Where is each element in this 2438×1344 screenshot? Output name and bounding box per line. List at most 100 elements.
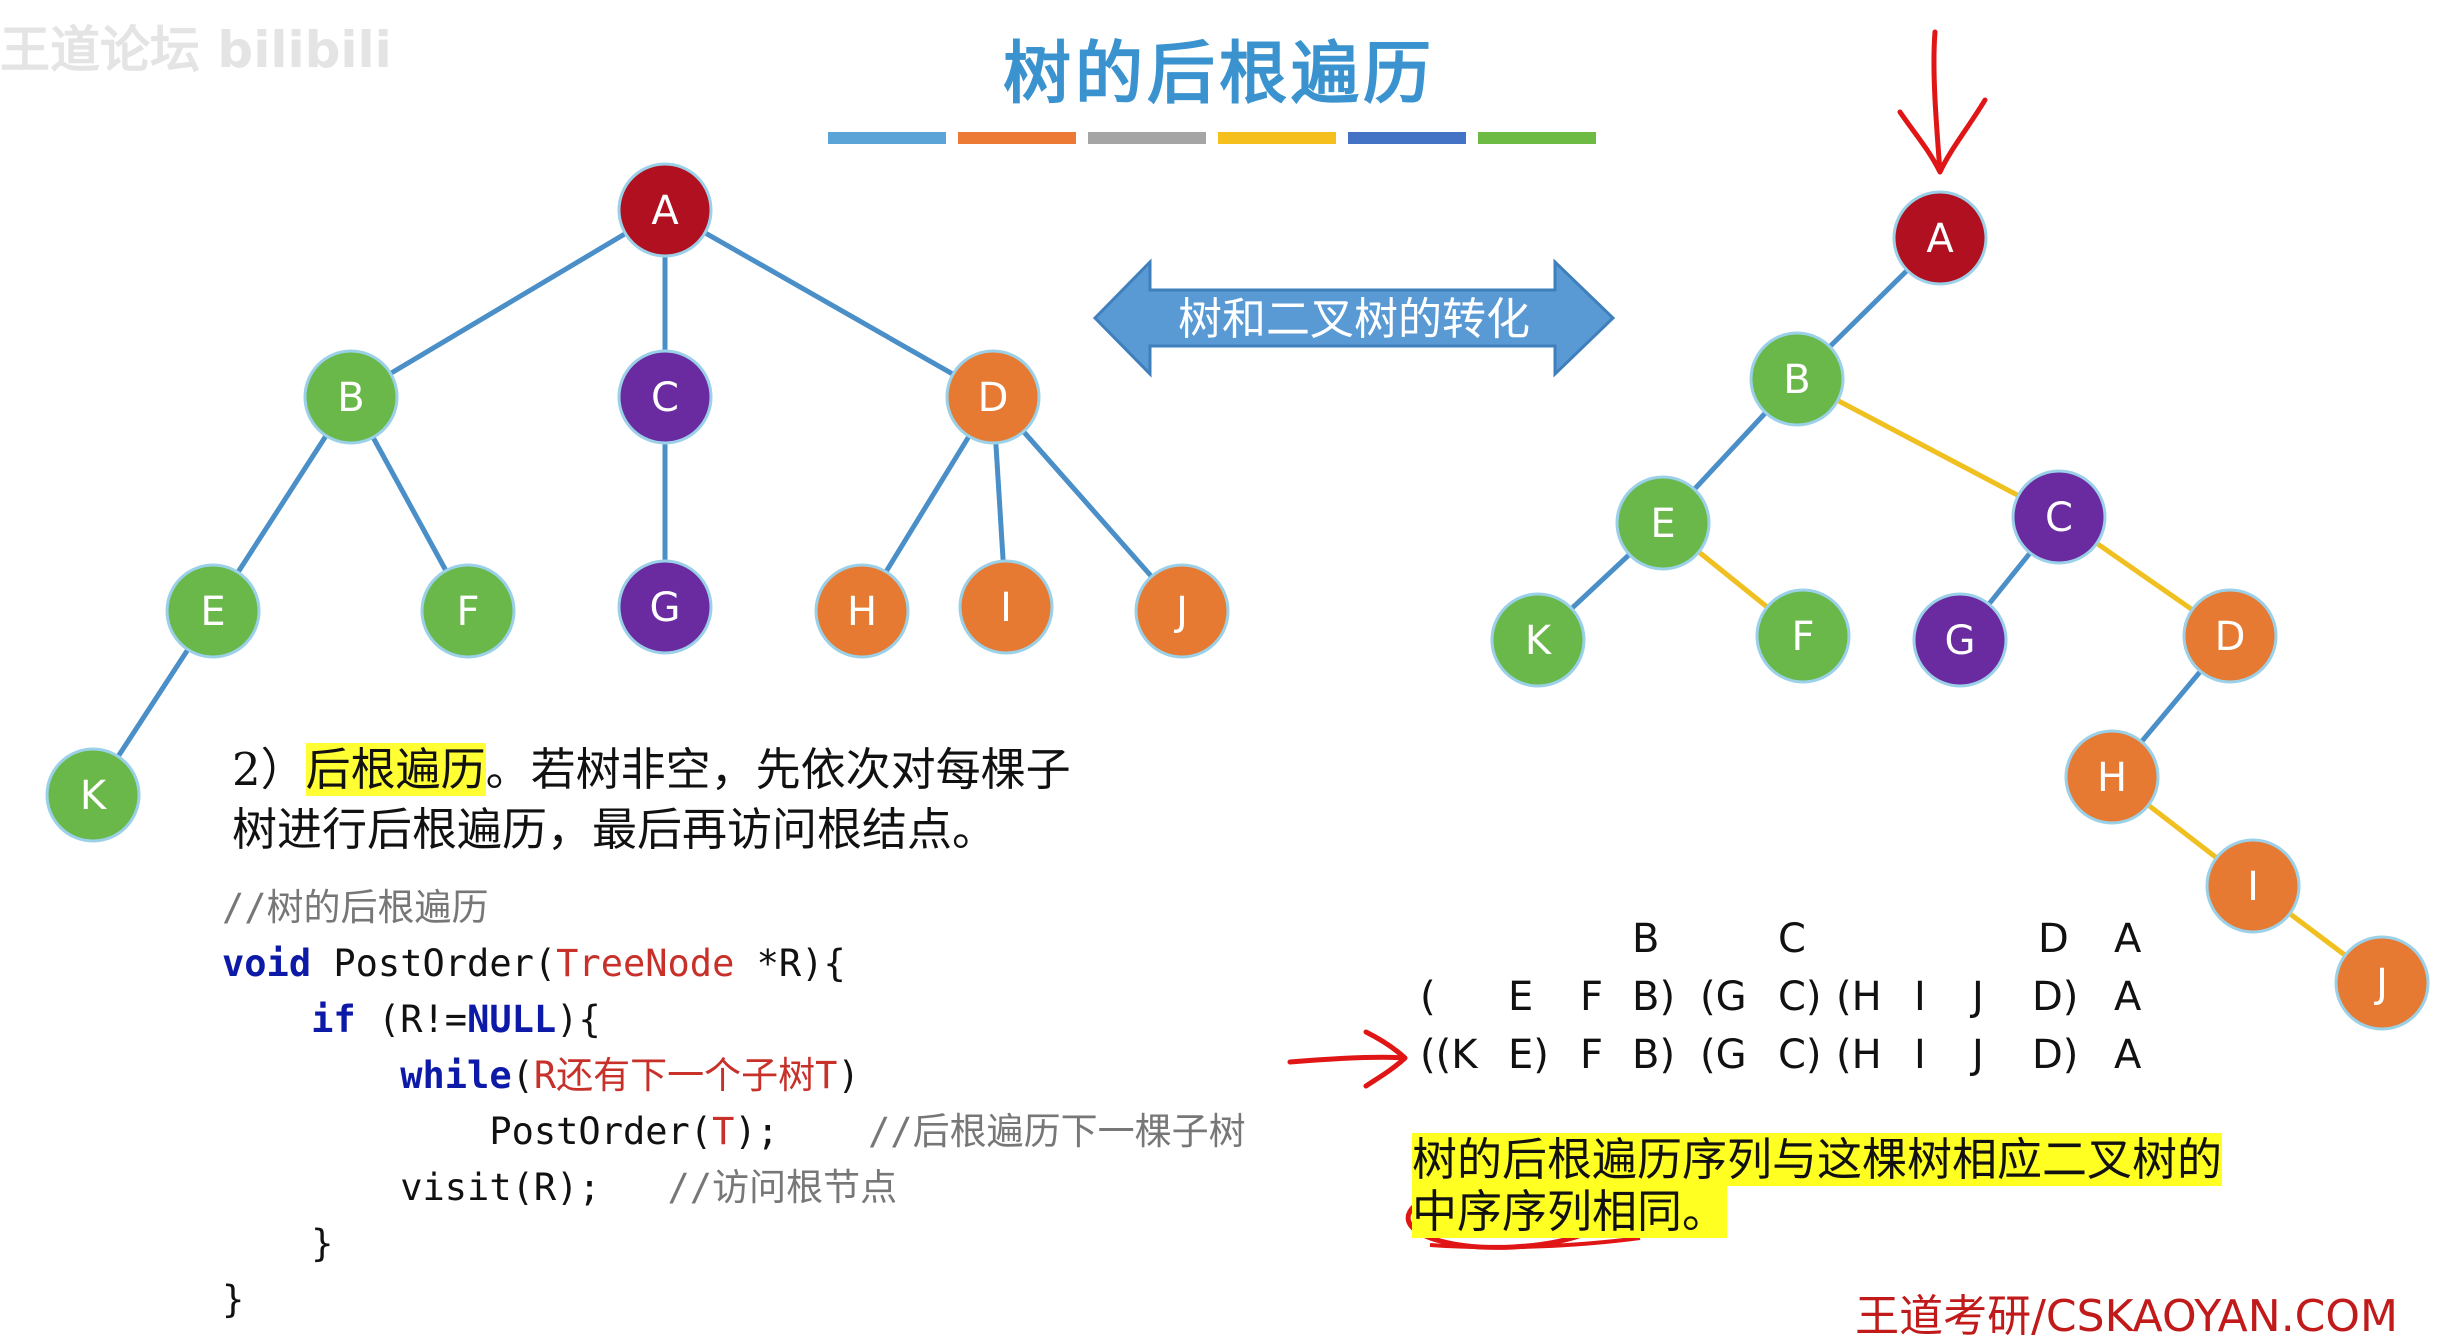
node-circle xyxy=(617,349,713,445)
left-node-i: I xyxy=(958,559,1054,655)
right-node-a: A xyxy=(1892,190,1988,286)
code-text: *R){ xyxy=(734,942,846,985)
double-arrow-shape xyxy=(1092,258,1616,378)
sequence-token: J xyxy=(1972,1032,1984,1078)
node-circle xyxy=(2064,729,2160,825)
postorder-description: 2）后根遍历。若树非空，先依次对每棵子 树进行后根遍历，最后再访问根结点。 xyxy=(232,740,1232,860)
node-circle xyxy=(303,349,399,445)
node-circle xyxy=(2205,838,2301,934)
node-label: E xyxy=(1650,501,1675,547)
code-text: ( xyxy=(511,1054,534,1097)
right-node-e: E xyxy=(1615,475,1711,571)
sequence-token: I xyxy=(1914,1032,1926,1078)
node-circle xyxy=(165,563,261,659)
left-node-f: F xyxy=(420,563,516,659)
node-circle xyxy=(2011,469,2107,565)
code-line-6: } xyxy=(222,1216,1322,1272)
code-line-7: } xyxy=(222,1272,1322,1328)
node-circle xyxy=(617,162,713,258)
sequence-token: B) xyxy=(1632,1032,1676,1078)
title-color-bar xyxy=(1218,132,1336,144)
sequence-token: ((K xyxy=(1420,1032,1478,1078)
sequence-token: A xyxy=(2114,1032,2142,1078)
node-circle xyxy=(958,559,1054,655)
code-text: PostOrder( xyxy=(311,942,557,985)
description-highlight: 后根遍历 xyxy=(305,743,486,796)
node-label: F xyxy=(456,589,479,635)
code-text: ){ xyxy=(556,998,601,1041)
right-node-i: I xyxy=(2205,838,2301,934)
right-node-f: F xyxy=(1755,588,1851,684)
node-circle xyxy=(1912,592,2008,688)
node-label: H xyxy=(2097,755,2127,801)
node-label: I xyxy=(1000,585,1012,631)
node-label: A xyxy=(651,188,679,234)
sequence-token: D) xyxy=(2032,974,2079,1020)
sequence-token: ( xyxy=(1420,974,1436,1020)
sequence-token: F xyxy=(1580,974,1604,1020)
sequence-token: (H xyxy=(1836,1032,1882,1078)
sequence-token: (G xyxy=(1700,1032,1747,1078)
sequence-token: D xyxy=(2038,916,2069,962)
left-tree-edges xyxy=(90,207,1184,797)
node-label: K xyxy=(80,773,108,819)
left-node-d: D xyxy=(945,349,1041,445)
code-keyword: void xyxy=(222,942,312,985)
sequence-token: B xyxy=(1632,916,1660,962)
description-prefix: 2） xyxy=(232,743,306,796)
node-label: G xyxy=(1945,618,1976,664)
description-line-1: 2）后根遍历。若树非空，先依次对每棵子 xyxy=(232,740,1232,800)
sequence-token: (G xyxy=(1700,974,1747,1020)
left-node-a: A xyxy=(617,162,713,258)
left-node-e: E xyxy=(165,563,261,659)
right-node-b: B xyxy=(1749,331,1845,427)
node-label: K xyxy=(1525,618,1553,664)
node-label: B xyxy=(1783,357,1810,403)
node-label: C xyxy=(651,375,679,421)
code-comment: //后根遍历下一棵子树 xyxy=(868,1110,1246,1153)
sequence-token: A xyxy=(2114,916,2142,962)
node-circle xyxy=(814,563,910,659)
code-line-5: visit(R); //访问根节点 xyxy=(222,1160,1322,1216)
slide-title: 树的后根遍历 xyxy=(1002,35,1435,114)
left-edge-a-d xyxy=(663,207,995,400)
code-comment-title: //树的后根遍历 xyxy=(222,886,489,929)
right-node-g: G xyxy=(1912,592,2008,688)
sequence-token: D) xyxy=(2032,1032,2079,1078)
right-node-d: D xyxy=(2182,588,2278,684)
code-line-4: PostOrder(T); //后根遍历下一棵子树 xyxy=(222,1104,1322,1160)
node-label: C xyxy=(2045,495,2073,541)
code-text: ) xyxy=(837,1054,860,1097)
watermark: 王道论坛 bilibili xyxy=(0,21,392,79)
code-text: ); xyxy=(734,1110,779,1153)
right-edge-b-c xyxy=(1795,376,2061,520)
red-underline-annotation xyxy=(1429,1236,1641,1250)
right-node-j: J xyxy=(2334,935,2430,1031)
right-node-k: K xyxy=(1490,592,1586,688)
node-circle xyxy=(1490,592,1586,688)
node-circle xyxy=(2182,588,2278,684)
node-label: B xyxy=(337,375,364,421)
sequence-token: (H xyxy=(1836,974,1882,1020)
node-label: F xyxy=(1791,614,1814,660)
code-text: } xyxy=(311,1222,334,1265)
node-label: I xyxy=(2247,864,2259,910)
sequence-token: J xyxy=(1972,974,1984,1020)
sequence-token: I xyxy=(1914,974,1926,1020)
left-node-h: H xyxy=(814,563,910,659)
code-text: } xyxy=(222,1278,245,1321)
sequence-token: C) xyxy=(1778,1032,1822,1078)
node-circle xyxy=(420,563,516,659)
node-label: A xyxy=(1926,216,1954,262)
node-label: J xyxy=(1173,589,1188,635)
conclusion-line-1: 树的后根遍历序列与这棵树相应二叉树的 xyxy=(1412,1133,2223,1186)
node-circle xyxy=(1134,563,1230,659)
code-text: (R!= xyxy=(355,998,468,1041)
left-node-c: C xyxy=(617,349,713,445)
code-text: PostOrder( xyxy=(489,1110,713,1153)
sequence-token: E) xyxy=(1508,1032,1549,1078)
